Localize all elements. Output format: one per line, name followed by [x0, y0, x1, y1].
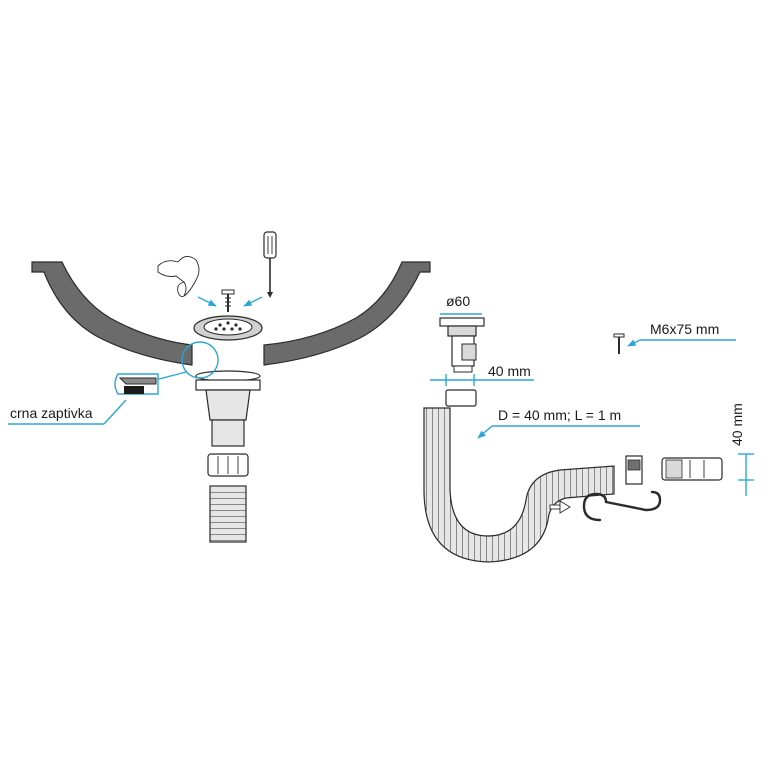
- hose-spec-label: D = 40 mm; L = 1 m: [498, 407, 621, 423]
- outlet-height-label: 40 mm: [488, 363, 531, 379]
- gasket-label: crna zaptivka: [10, 405, 93, 421]
- hose-collar: [445, 389, 477, 407]
- screw-icon: [613, 333, 625, 354]
- hose-connector: [625, 455, 643, 485]
- drain-body: [195, 370, 261, 447]
- arrow-right-to-screw: [243, 296, 263, 307]
- adapter-fitting: [661, 457, 723, 481]
- screwdriver-icon: [263, 231, 277, 298]
- screw-size-label: M6x75 mm: [650, 321, 719, 337]
- arrow-to-hook-icon: [549, 500, 571, 514]
- hand-icon: [157, 256, 200, 297]
- gasket-detail-icon: [114, 373, 159, 395]
- screw-callout-pointer: [627, 339, 641, 347]
- sink-bowl: [31, 261, 431, 366]
- drain-nut: [207, 453, 249, 477]
- adapter-height-label: 40 mm: [729, 403, 745, 446]
- hose-spec-pointer: [477, 425, 493, 439]
- gasket-label-pointer: [103, 399, 127, 425]
- corrugated-siphon-hose: [423, 407, 615, 563]
- hook-icon: [582, 490, 662, 522]
- gasket-highlight-circle: [181, 341, 219, 379]
- hose-segment: [209, 485, 247, 543]
- arrow-left-to-screw: [197, 296, 217, 307]
- outlet-fitting: [439, 317, 485, 373]
- screw-icon: [221, 289, 235, 312]
- outlet-diameter-label: ø60: [446, 293, 470, 309]
- strainer-icon: [193, 315, 263, 341]
